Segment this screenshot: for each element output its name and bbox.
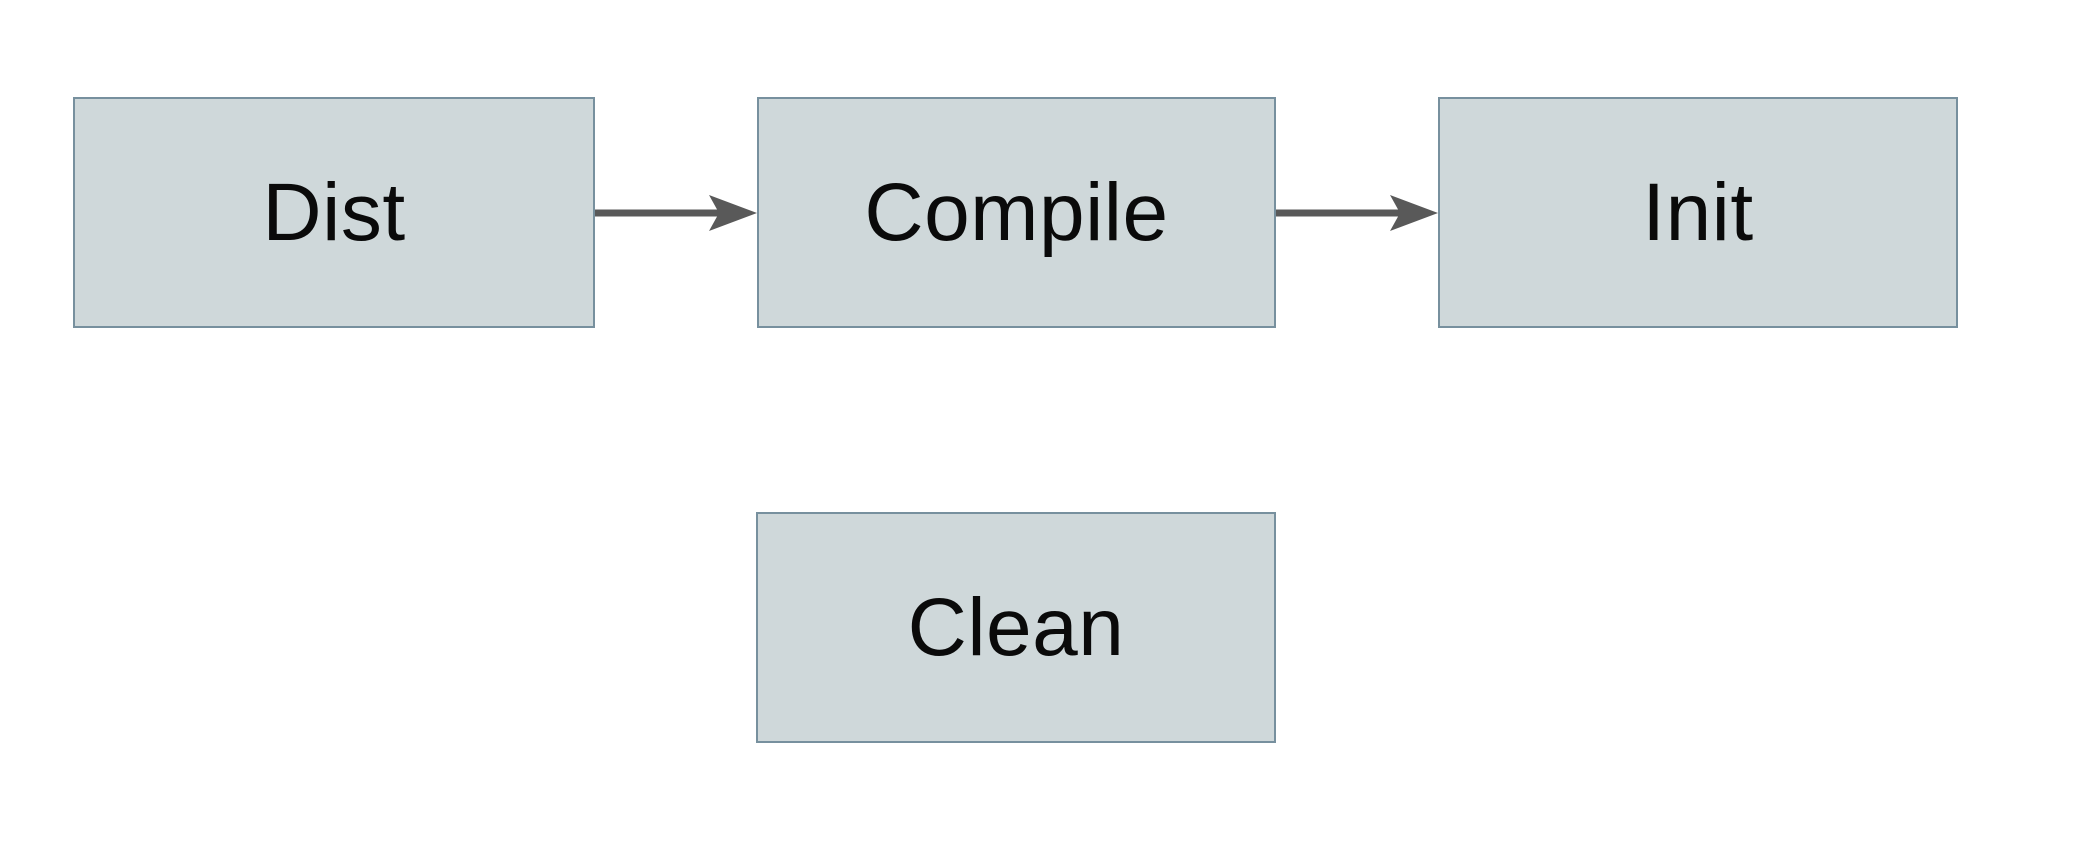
node-init-label: Init: [1642, 166, 1754, 258]
arrow-compile-to-init[interactable]: [1276, 191, 1438, 235]
node-init[interactable]: Init: [1438, 97, 1958, 328]
node-dist-label: Dist: [262, 166, 406, 258]
node-clean[interactable]: Clean: [756, 512, 1276, 743]
arrow-dist-to-compile[interactable]: [595, 191, 757, 235]
node-clean-label: Clean: [907, 581, 1125, 673]
node-compile[interactable]: Compile: [757, 97, 1276, 328]
arrow-head-icon: [709, 195, 757, 231]
arrow-head-icon: [1390, 195, 1438, 231]
node-compile-label: Compile: [864, 166, 1169, 258]
node-dist[interactable]: Dist: [73, 97, 595, 328]
